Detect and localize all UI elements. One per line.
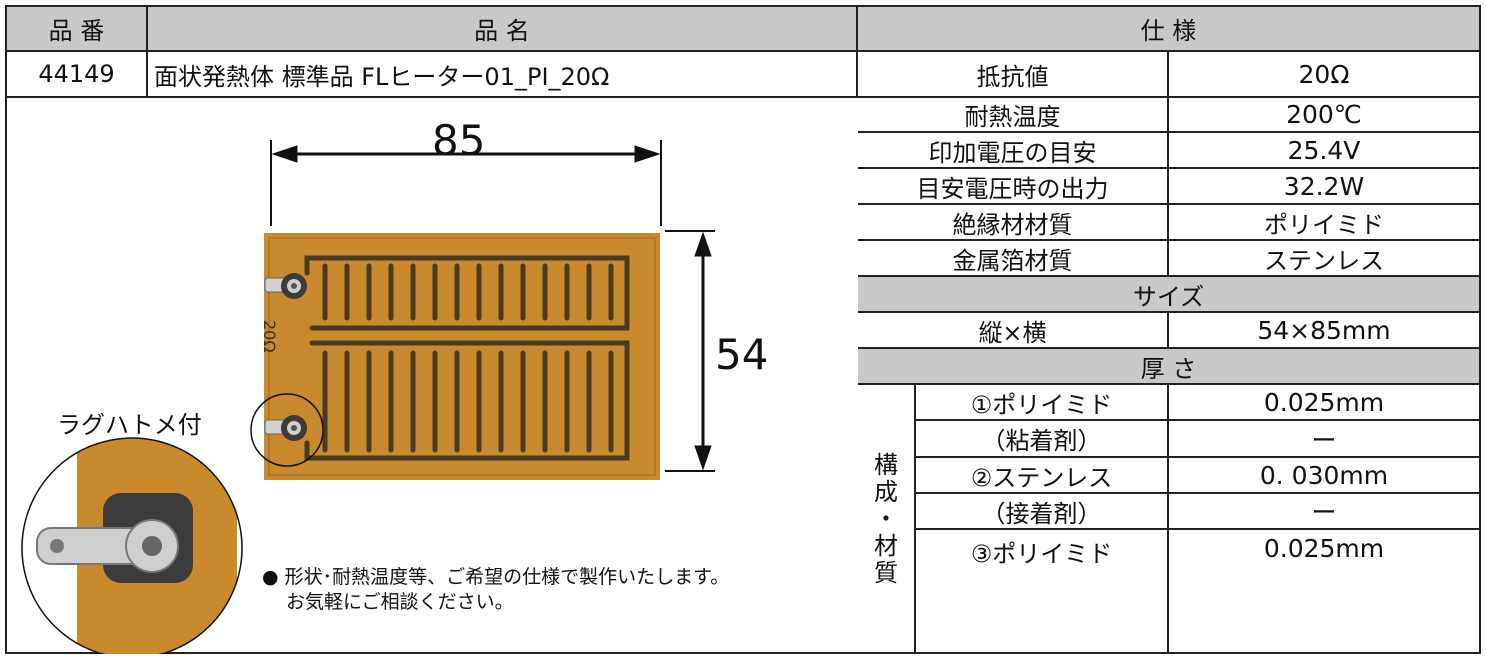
layer-value: 0.025mm (1169, 385, 1479, 421)
layer-label: （粘着剤） (916, 421, 1169, 458)
thickness-section-title: 厚 さ (858, 349, 1479, 385)
heater-film (264, 233, 660, 480)
product-illustration: 85 54 20Ω ラグハトメ付 ● 形状･耐熱温度等、ご希望の仕様で製作いたし… (7, 98, 858, 654)
width-dimension-label: 85 (432, 116, 486, 165)
height-dimension-label: 54 (715, 330, 769, 379)
layer-value: 0. 030mm (1169, 458, 1479, 494)
size-section-title: サイズ (858, 277, 1479, 313)
spec-value: 25.4V (1169, 133, 1479, 169)
terminal-lug (264, 273, 307, 441)
spec-sheet: 品 番 品 名 仕 様 44149 面状発熱体 標準品 FLヒーター01_PI_… (5, 5, 1481, 654)
note-line: ● 形状･耐熱温度等、ご希望の仕様で製作いたします。 (262, 566, 730, 588)
width-dimension (270, 140, 662, 226)
layer-value: 0.025mm (1263, 534, 1385, 563)
spec-label: 絶縁材材質 (858, 205, 1169, 241)
spec-header: 仕 様 (858, 7, 1479, 52)
layer-value: ー (1169, 494, 1479, 530)
lug-highlight-circle (250, 393, 324, 467)
heating-trace (304, 255, 630, 461)
spec-label: 金属箔材質 (858, 241, 1169, 277)
layer-value: ー (1169, 421, 1479, 458)
spec-value: 20Ω (1169, 52, 1479, 98)
part-no-value: 44149 (7, 52, 148, 98)
lug-label: ラグハトメ付 (57, 411, 202, 439)
product-name-header: 品 名 (148, 7, 858, 52)
spec-label: 抵抗値 (858, 52, 1169, 98)
spec-label: 目安電圧時の出力 (858, 169, 1169, 205)
part-no-header: 品 番 (7, 7, 148, 52)
size-value: 54×85mm (1169, 313, 1479, 349)
spec-value: ポリイミド (1169, 205, 1479, 241)
product-name-value: 面状発熱体 標準品 FLヒーター01_PI_20Ω (148, 52, 858, 98)
resistance-marking: 20Ω (260, 320, 279, 353)
height-dimension (665, 230, 715, 472)
layer-label: ③ポリイミド (916, 530, 1169, 654)
note-line: お気軽にご相談ください。 (286, 591, 514, 613)
spec-value: ステンレス (1169, 241, 1479, 277)
size-label: 縦×横 (858, 313, 1169, 349)
layer-label: ②ステンレス (916, 458, 1169, 494)
custom-order-note: ● 形状･耐熱温度等、ご希望の仕様で製作いたします。 お気軽にご相談ください。 (262, 565, 729, 615)
spec-label: 印加電圧の目安 (858, 133, 1169, 169)
spec-label: 耐熱温度 (858, 98, 1169, 133)
composition-label: 構 成 ・ 材 質 (858, 385, 916, 654)
layer-label: ①ポリイミド (916, 385, 1169, 421)
layer-label: （接着剤） (916, 494, 1169, 530)
lug-magnified-view (21, 437, 243, 654)
heater-drawing (21, 140, 715, 654)
spec-value: 32.2W (1169, 169, 1479, 205)
spec-value: 200℃ (1169, 98, 1479, 133)
